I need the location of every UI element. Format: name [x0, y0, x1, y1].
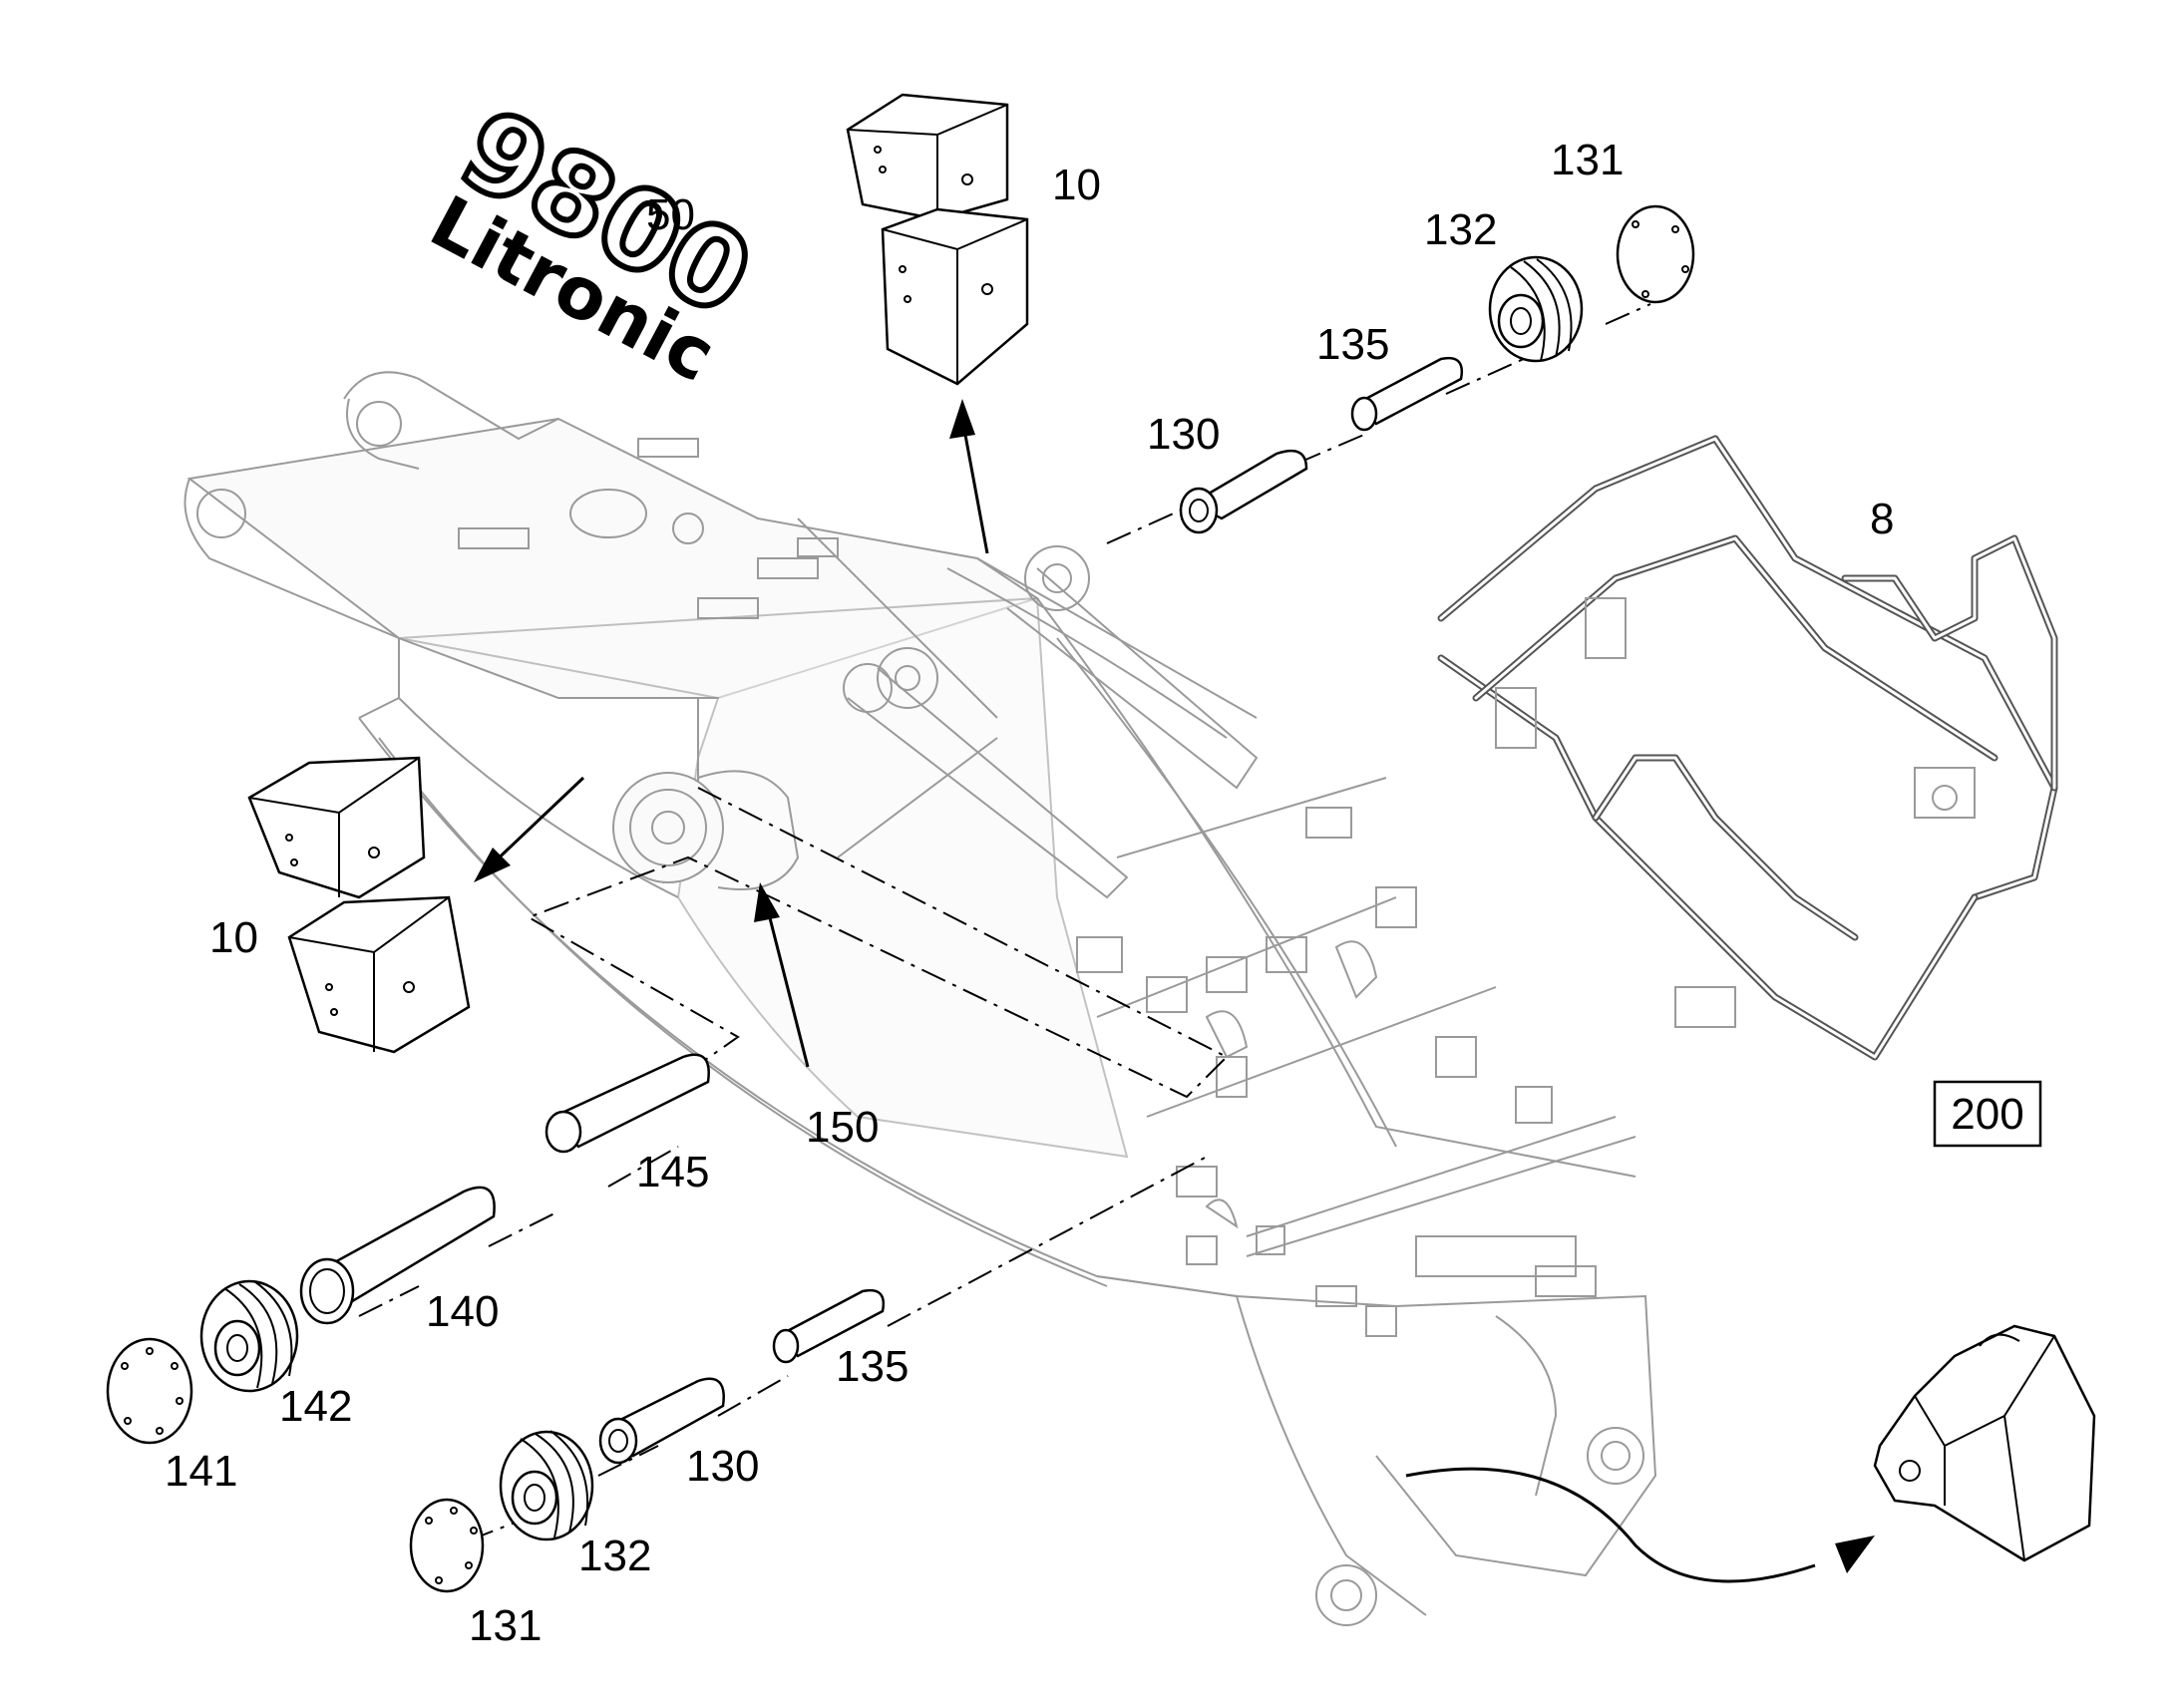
- callout-131-top: 131: [1551, 136, 1624, 184]
- reference-box-200: 200: [1933, 1080, 2042, 1148]
- bushing-130-lower: [598, 1377, 725, 1465]
- cover-plate-131-lower: [409, 1498, 485, 1593]
- nut-142: [199, 1279, 299, 1393]
- callout-135-bottom: 135: [836, 1342, 908, 1391]
- callout-10-left: 10: [209, 913, 258, 962]
- arrowhead-top: [949, 399, 975, 439]
- callout-50: 50: [646, 190, 695, 239]
- callout-140: 140: [426, 1287, 499, 1336]
- arrow-to-counterweight-left: [487, 776, 585, 869]
- arrowhead-bracket: [1835, 1536, 1875, 1573]
- handrail-assembly: [1437, 435, 2058, 1061]
- callout-131-bottom: 131: [469, 1601, 542, 1650]
- cover-plate-131-upper: [1616, 204, 1695, 304]
- pin-135-lower: [772, 1288, 886, 1364]
- callout-132-bottom: 132: [578, 1532, 651, 1580]
- reference-box-label: 200: [1951, 1090, 2023, 1139]
- arrow-to-bracket: [1405, 1467, 1816, 1583]
- nut-132-upper: [1488, 255, 1584, 363]
- cover-plate-141: [106, 1337, 193, 1445]
- callout-141: 141: [165, 1447, 237, 1496]
- arrowhead-left: [474, 848, 511, 882]
- pin-145: [545, 1053, 710, 1154]
- arrow-to-counterweight-top: [960, 418, 989, 554]
- callout-135-top: 135: [1316, 320, 1389, 369]
- callout-142: 142: [279, 1382, 352, 1431]
- counterweight-pair-top: [846, 93, 1029, 386]
- boom-structure: [183, 371, 1657, 1626]
- callout-130-bottom: 130: [686, 1442, 759, 1491]
- bushing-130-upper: [1179, 449, 1308, 534]
- callout-145: 145: [636, 1148, 709, 1196]
- pin-140: [299, 1186, 496, 1325]
- guide-box-dashed: [526, 787, 1229, 1108]
- litronic-logo-decal: 9800 Litronic: [418, 82, 775, 398]
- callout-130-top: 130: [1147, 410, 1220, 459]
- arrow-to-pivot-150: [764, 901, 810, 1068]
- callout-132-top: 132: [1424, 205, 1497, 254]
- mounting-bracket: [1873, 1324, 2096, 1562]
- callout-labels: 50 10 131 132 135 130 8 10 150 145 140 1…: [165, 136, 1894, 1650]
- callout-8: 8: [1870, 495, 1894, 543]
- callout-150: 150: [806, 1103, 879, 1152]
- nut-132-lower: [499, 1430, 594, 1541]
- counterweight-pair-left: [247, 756, 471, 1054]
- centerline-upper: [1106, 303, 1651, 544]
- callout-10-top: 10: [1052, 161, 1101, 209]
- pin-135-upper: [1350, 356, 1464, 432]
- arrowhead-150: [754, 882, 780, 922]
